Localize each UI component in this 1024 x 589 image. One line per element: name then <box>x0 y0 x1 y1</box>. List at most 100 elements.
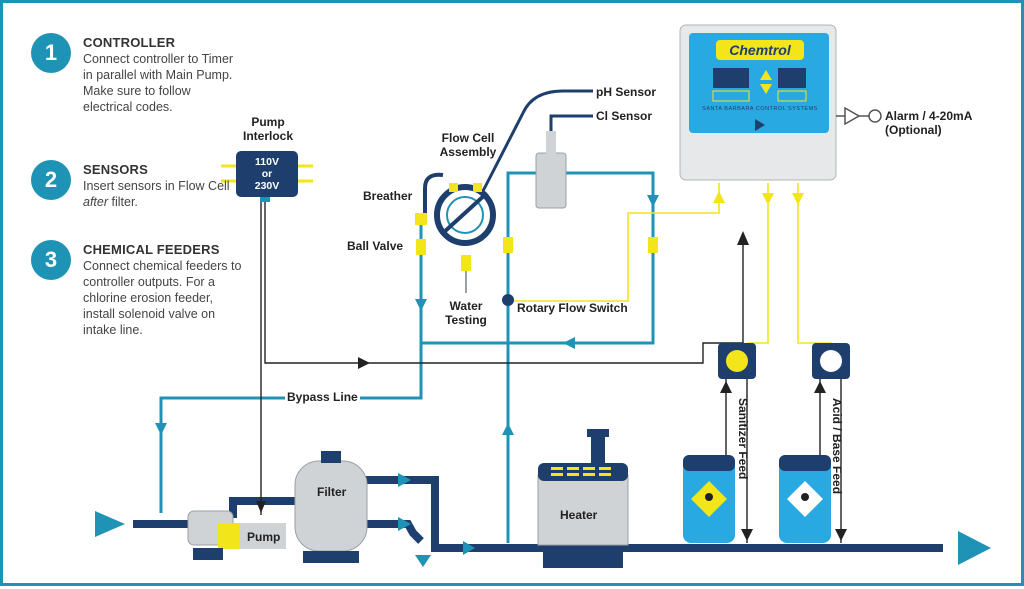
filter-tank <box>294 460 368 552</box>
heater-body <box>537 474 629 546</box>
voltage-1: 110V <box>255 156 279 168</box>
flow-arrow <box>415 299 427 311</box>
water-testing-label: Water Testing <box>438 299 494 327</box>
button-left <box>712 90 750 102</box>
valves <box>415 183 658 271</box>
breather-valve <box>415 213 427 225</box>
step-number: 2 <box>31 160 71 200</box>
label-line: Water <box>449 299 483 313</box>
signal-arrow <box>256 501 266 513</box>
step-body: Connect controller to Timer in parallel … <box>83 52 234 114</box>
acid-tank-cap <box>779 455 831 471</box>
up-icon <box>760 70 772 80</box>
filter-valve <box>321 451 341 463</box>
button-right <box>777 90 807 102</box>
step-body: Connect chemical feeders to controller o… <box>83 259 242 337</box>
ball-valve-right <box>503 237 513 253</box>
rotary-flow-switch <box>502 294 514 306</box>
signal-arrow <box>835 529 847 541</box>
ph-sensor-label: pH Sensor <box>596 85 657 99</box>
flow-arrow <box>398 517 411 531</box>
voltage-or: or <box>261 168 273 180</box>
flow-arrow <box>647 195 659 207</box>
pump-label: Pump <box>247 530 281 544</box>
controller-brand: Chemtrol <box>716 40 804 60</box>
signal-arrow <box>762 193 774 205</box>
step-body-text: Insert sensors in Flow Cell <box>83 179 230 193</box>
flow-arrow <box>463 541 475 555</box>
ph-sensor-cable <box>481 89 593 192</box>
signal-arrow <box>741 529 753 541</box>
label-line: Interlock <box>242 129 293 143</box>
pump-motor <box>240 523 286 549</box>
fitting <box>449 183 458 192</box>
step-title: CHEMICAL FEEDERS <box>83 242 220 257</box>
filter-label: Filter <box>317 485 347 499</box>
sanitizer-feed-label: Sanitizer Feed <box>736 398 750 480</box>
filter-base <box>303 551 359 563</box>
step-controller: 1 CONTROLLER Connect controller to Timer… <box>31 33 233 143</box>
flow-arrow <box>155 423 167 435</box>
flow-arrow <box>563 337 575 349</box>
flow-cell-label: Flow Cell Assembly <box>428 131 508 159</box>
skull-icon <box>801 493 809 501</box>
flow-arrow <box>415 555 431 567</box>
logo-icon <box>755 119 765 131</box>
sanitizer-tank-cap <box>683 455 735 471</box>
label-line: (Optional) <box>885 123 942 137</box>
heater-top <box>538 463 628 481</box>
heater-flue <box>591 435 605 465</box>
voltage-2: 230V <box>254 180 280 192</box>
heater-flue-cap <box>587 429 609 437</box>
signal-arrow <box>358 357 370 369</box>
cl-sensor-cable <box>549 114 593 133</box>
label-line: Alarm / 4-20mA <box>885 109 973 123</box>
breather-tube <box>423 172 444 223</box>
heater-label: Heater <box>560 508 598 522</box>
pump-base <box>193 548 223 560</box>
label-line: Flow Cell <box>441 131 495 145</box>
ph-sensor-probe <box>441 191 489 235</box>
display-right <box>778 68 806 88</box>
step-title: SENSORS <box>83 162 148 177</box>
acid-pump-head <box>820 350 842 372</box>
ball-valve-label: Ball Valve <box>347 239 404 253</box>
step-body-text: filter. <box>108 195 138 209</box>
signal-arrow <box>737 231 749 245</box>
flow-arrow <box>502 423 514 435</box>
alarm-terminal-icon <box>868 109 882 123</box>
step-body: Insert sensors in Flow Cell after filter… <box>83 178 243 210</box>
signal-arrow <box>720 381 732 393</box>
signal-arrow <box>713 191 725 203</box>
signal-arrow <box>814 381 826 393</box>
outlet-arrow <box>958 531 991 565</box>
plumbing-diagram <box>95 24 991 568</box>
label-line: Pump <box>251 115 285 129</box>
step-body-emphasis: after <box>83 195 109 209</box>
alarm-label: Alarm / 4-20mA (Optional) <box>885 109 972 137</box>
sanitizer-pump-head <box>726 350 748 372</box>
interlock-port <box>260 196 270 202</box>
step-number: 3 <box>31 240 71 280</box>
flow-arrow <box>398 473 411 487</box>
step-sensors: 2 SENSORS Insert sensors in Flow Cell af… <box>31 160 231 230</box>
label-line: Assembly <box>439 145 497 159</box>
pump-motor-cap <box>218 523 240 549</box>
alarm-arrow-icon <box>844 106 861 126</box>
water-testing-valve <box>461 255 471 271</box>
breather-label: Breather <box>363 189 413 203</box>
heater-grille <box>543 548 623 568</box>
inlet-arrow <box>95 511 125 537</box>
heater-vents <box>551 467 611 476</box>
cl-sensor <box>535 152 567 209</box>
interlock-leads <box>221 164 313 183</box>
ball-valve-left <box>416 239 426 255</box>
step-chemical-feeders: 3 CHEMICAL FEEDERS Connect chemical feed… <box>31 240 241 370</box>
rotary-flow-switch-label: Rotary Flow Switch <box>517 301 628 315</box>
label-line: Testing <box>445 313 487 327</box>
step-number: 1 <box>31 33 71 73</box>
interlock-wire <box>260 199 744 515</box>
down-icon <box>760 84 772 94</box>
cl-sensor-probe <box>546 131 556 155</box>
